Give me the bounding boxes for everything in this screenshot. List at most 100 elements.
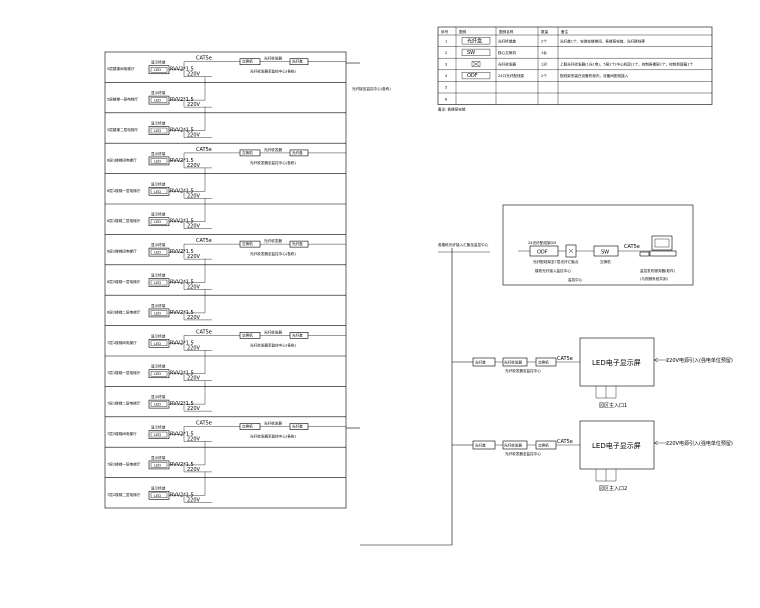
led-inner [150, 249, 168, 255]
rvv-label: RVV2*1.5 [170, 128, 194, 134]
converter-label: 光纤收发器 [504, 443, 522, 448]
fiber-line-caption: 光纤配线架至7层光纤汇聚点 [533, 259, 579, 264]
rvv-label: RVV2*1.5 [170, 401, 194, 407]
terminal-box-label: 光纤盒 [292, 59, 303, 64]
voltage-label: 220V [187, 72, 201, 78]
group-note: 光纤收发器至监控中心(各栋) [250, 434, 297, 439]
led-inner [150, 492, 168, 499]
rvv-label: RVV2*1.5 [170, 492, 194, 498]
led-screen-frame [579, 420, 655, 470]
arrow-left-icon [653, 440, 659, 446]
switch-label: 交换机 [242, 424, 253, 429]
control-center-caption: 监控中心 [568, 277, 583, 282]
center-note: 各楼栋光纤接入汇聚至监控中心 [438, 242, 490, 253]
row-number: 4 [445, 74, 448, 78]
converter-note: 光纤收发器至监控中心 [505, 368, 541, 373]
legend-qty: 1台 [541, 50, 547, 55]
screen-caption: 显示终端 [151, 181, 166, 186]
floor-label: 7层1楼梯二层电梯厅 [107, 401, 141, 406]
table-header: 图例 [459, 29, 467, 34]
floor-label: 7层1楼梯间电梯厅 [107, 340, 137, 345]
screen-caption: 显示终端 [151, 212, 166, 217]
terminal-box-label: 光纤盒 [292, 332, 303, 337]
cat5e-label: CAT5e [557, 356, 573, 362]
legend-note: 配线架安装在设备机柜内，设备间配线接入 [560, 73, 629, 78]
screen-caption: 显示终端 [151, 303, 166, 308]
legend-qty: 1对 [541, 62, 547, 67]
cat5e-label: CAT5e [196, 56, 212, 62]
legend-note: 光纤盒1个，安装在楼梯间，各楼层安装、光纤跳线等 [560, 38, 645, 43]
voltage-label: 220V [187, 497, 201, 503]
legend-name: 光纤终端盒 [498, 38, 516, 43]
cat5e-label: CAT5e [557, 439, 573, 445]
pc-caption: 监控发布服务器(软件) [640, 268, 676, 273]
legend-symbol [461, 48, 491, 56]
screen-caption: 显示终端 [151, 90, 166, 95]
legend-note: 上联光纤收发器(1光1电)，5层2个(中心机房)1个，控制各楼层1个，控制到屏幕… [560, 62, 693, 67]
screen-caption: 显示终端 [151, 425, 166, 430]
entrance-label: 园区主入口1 [599, 402, 627, 409]
cat5e-label: CAT5e [196, 329, 212, 335]
led-label: LED [154, 68, 161, 72]
converter-cross-icon [472, 62, 480, 66]
converter-cross-icon [568, 248, 574, 254]
arrow-left-icon [653, 357, 659, 363]
voltage-label: 220V [187, 376, 201, 382]
floor-label: 5层楼梯间电梯厅 [107, 66, 135, 71]
legend-name: 核心交换机 [498, 50, 516, 55]
screen-caption: 显示终端 [151, 485, 166, 490]
table-header: 图例名称 [499, 29, 514, 34]
led-label: LED [154, 463, 161, 467]
led-label: LED [154, 342, 161, 346]
power-label: 220V电源引入(强电单位预留) [666, 357, 733, 364]
floor-label: 5层楼梯二层电梯厅 [107, 127, 138, 132]
led-inner [150, 401, 168, 407]
screen-caption: 显示终端 [151, 394, 166, 399]
table-header: 备注 [561, 29, 569, 34]
voltage-label: 220V [187, 254, 201, 260]
computer-icon [639, 235, 677, 257]
screen-caption: 显示终端 [151, 455, 166, 460]
floor-label: 7层2楼梯间电梯厅 [107, 431, 137, 436]
voltage-label: 220V [187, 406, 201, 412]
power-label: 220V电源引入(强电单位预留) [666, 440, 733, 447]
converter-icon [471, 61, 481, 68]
led-screen-label: LED电子显示屏 [592, 441, 641, 450]
rvv-label: RVV2*1.5 [170, 249, 194, 255]
led-inner [150, 340, 168, 347]
voltage-label: 220V [187, 193, 201, 199]
cat5e-label: CAT5e [196, 238, 212, 244]
led-label: LED [154, 190, 161, 194]
floor-label: 6层2楼梯一层电梯厅 [107, 279, 141, 284]
terminal-box-label: 光纤盒 [292, 150, 303, 155]
converter-label: 光纤收发器 [264, 421, 282, 426]
switch-label: 交换机 [538, 443, 549, 448]
table-row: 5 [445, 86, 447, 90]
rvv-label: RVV2*1.5 [170, 371, 194, 377]
voltage-label: 220V [187, 345, 201, 351]
rvv-label: RVV2*1.5 [170, 67, 194, 73]
led-label: LED [154, 433, 161, 437]
led-label: LED [154, 220, 161, 224]
converter-label: 光纤收发器 [504, 360, 522, 365]
converter-label: 光纤收发器 [264, 329, 282, 334]
converter-note: 光纤收发器至监控中心 [505, 451, 541, 456]
converter-label: 光纤收发器 [264, 147, 282, 152]
led-label: LED [154, 129, 161, 133]
group-note: 光纤收发器至监控中心(各栋) [250, 342, 297, 347]
led-inner [150, 158, 168, 164]
group-note: 光纤收发器至监控中心(各栋) [250, 69, 297, 74]
